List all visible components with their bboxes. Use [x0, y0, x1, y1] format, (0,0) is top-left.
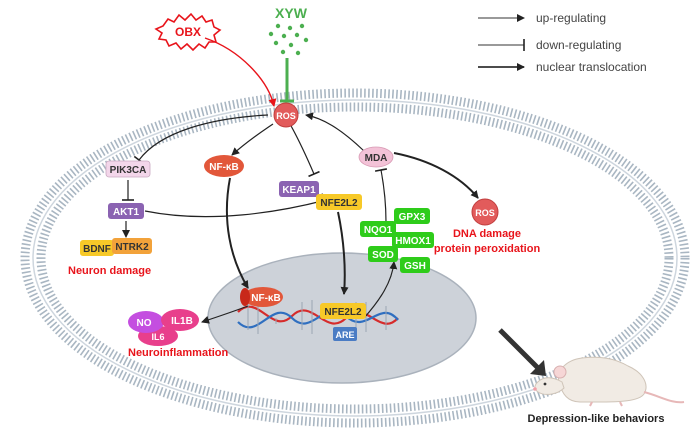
caption-dna-damage: DNA damage	[453, 228, 521, 240]
svg-text:HMOX1: HMOX1	[395, 236, 431, 247]
legend: up-regulating down-regulating nuclear tr…	[478, 11, 647, 74]
caption-depression: Depression-like behaviors	[528, 413, 665, 425]
node-nfe2l2-nuclear: NFE2L2	[320, 303, 366, 319]
svg-text:SOD: SOD	[372, 250, 394, 261]
outcome-arrow	[498, 328, 546, 376]
svg-text:ROS: ROS	[475, 208, 495, 218]
svg-text:nuclear translocation: nuclear translocation	[536, 60, 647, 74]
node-pik3ca: PIK3CA	[105, 160, 151, 178]
node-nfkb-nuclear: NF-κB	[240, 287, 283, 307]
xyw-drug: XYW	[268, 5, 309, 103]
svg-text:IL6: IL6	[151, 332, 164, 342]
cytokine-cluster: IL6 NO IL1B	[128, 309, 199, 346]
node-are: ARE	[333, 327, 357, 341]
svg-text:down-regulating: down-regulating	[536, 38, 621, 52]
svg-text:GSH: GSH	[404, 261, 426, 272]
node-gsh: GSH	[400, 257, 430, 273]
node-mda: MDA	[358, 146, 394, 168]
svg-text:NF-κB: NF-κB	[209, 162, 238, 173]
node-il1b: IL1B	[161, 309, 199, 331]
svg-text:PIK3CA: PIK3CA	[110, 165, 147, 176]
svg-text:ROS: ROS	[276, 111, 296, 121]
antioxidant-cluster: GPX3 NQO1 HMOX1 SOD GSH	[360, 208, 434, 273]
node-no: NO	[128, 311, 164, 333]
node-hmox1: HMOX1	[392, 232, 434, 248]
svg-text:NTRK2: NTRK2	[115, 242, 149, 253]
svg-text:OBX: OBX	[175, 25, 201, 39]
mouse-illustration	[533, 356, 685, 407]
ros-to-nfkb	[231, 123, 274, 156]
svg-text:XYW: XYW	[275, 5, 308, 21]
node-nfe2l2: NFE2L2	[316, 194, 362, 210]
svg-text:BDNF: BDNF	[83, 244, 111, 255]
svg-text:NFE2L2: NFE2L2	[324, 307, 362, 318]
ros-to-pik3ca	[133, 114, 269, 165]
svg-text:ARE: ARE	[335, 330, 354, 340]
caption-neuroinflammation: Neuroinflammation	[128, 347, 229, 359]
svg-text:NFE2L2: NFE2L2	[320, 198, 358, 209]
mda-to-ros	[305, 112, 365, 152]
node-sod: SOD	[368, 246, 398, 262]
node-keap1: KEAP1	[279, 181, 319, 197]
cell-membrane	[20, 88, 690, 428]
node-nfkb: NF-κB	[204, 155, 244, 177]
ros-to-keap1	[289, 123, 320, 178]
nfkb-to-cytokines	[201, 305, 249, 324]
legend-up: up-regulating	[478, 11, 606, 25]
nfkb-to-nucleus	[225, 177, 249, 289]
svg-text:MDA: MDA	[365, 153, 388, 164]
svg-text:GPX3: GPX3	[399, 212, 426, 223]
drug-particles	[268, 23, 309, 56]
obx-to-ros-arrow	[204, 37, 277, 107]
legend-nuclear: nuclear translocation	[478, 60, 647, 74]
svg-text:AKT1: AKT1	[113, 207, 140, 218]
mda-to-ros2	[393, 152, 479, 199]
pathway-edges	[122, 112, 479, 324]
caption-neuron-damage: Neuron damage	[68, 265, 151, 277]
svg-text:NO: NO	[137, 318, 152, 329]
svg-text:IL1B: IL1B	[171, 316, 193, 327]
node-ntrk2: NTRK2	[112, 238, 152, 254]
node-ros: ROS	[273, 102, 299, 128]
svg-text:NQO1: NQO1	[364, 225, 393, 236]
legend-down: down-regulating	[478, 38, 621, 52]
are-to-antioxidants	[363, 261, 398, 319]
node-akt1: AKT1	[108, 203, 144, 219]
nfe2l2-to-nucleus	[337, 211, 349, 295]
node-nqo1: NQO1	[360, 221, 396, 237]
node-bdnf: BDNF	[80, 240, 114, 256]
svg-text:up-regulating: up-regulating	[536, 11, 606, 25]
svg-text:KEAP1: KEAP1	[282, 185, 316, 196]
caption-protein-peroxidation: protein peroxidation	[434, 243, 541, 255]
obx-badge: OBX	[154, 12, 222, 52]
node-gpx3: GPX3	[394, 208, 430, 224]
node-ros2: ROS	[471, 198, 499, 226]
svg-text:NF-κB: NF-κB	[251, 293, 280, 304]
akt1-to-nfe2l2	[144, 197, 327, 218]
antioxidants-to-mda	[374, 168, 388, 223]
